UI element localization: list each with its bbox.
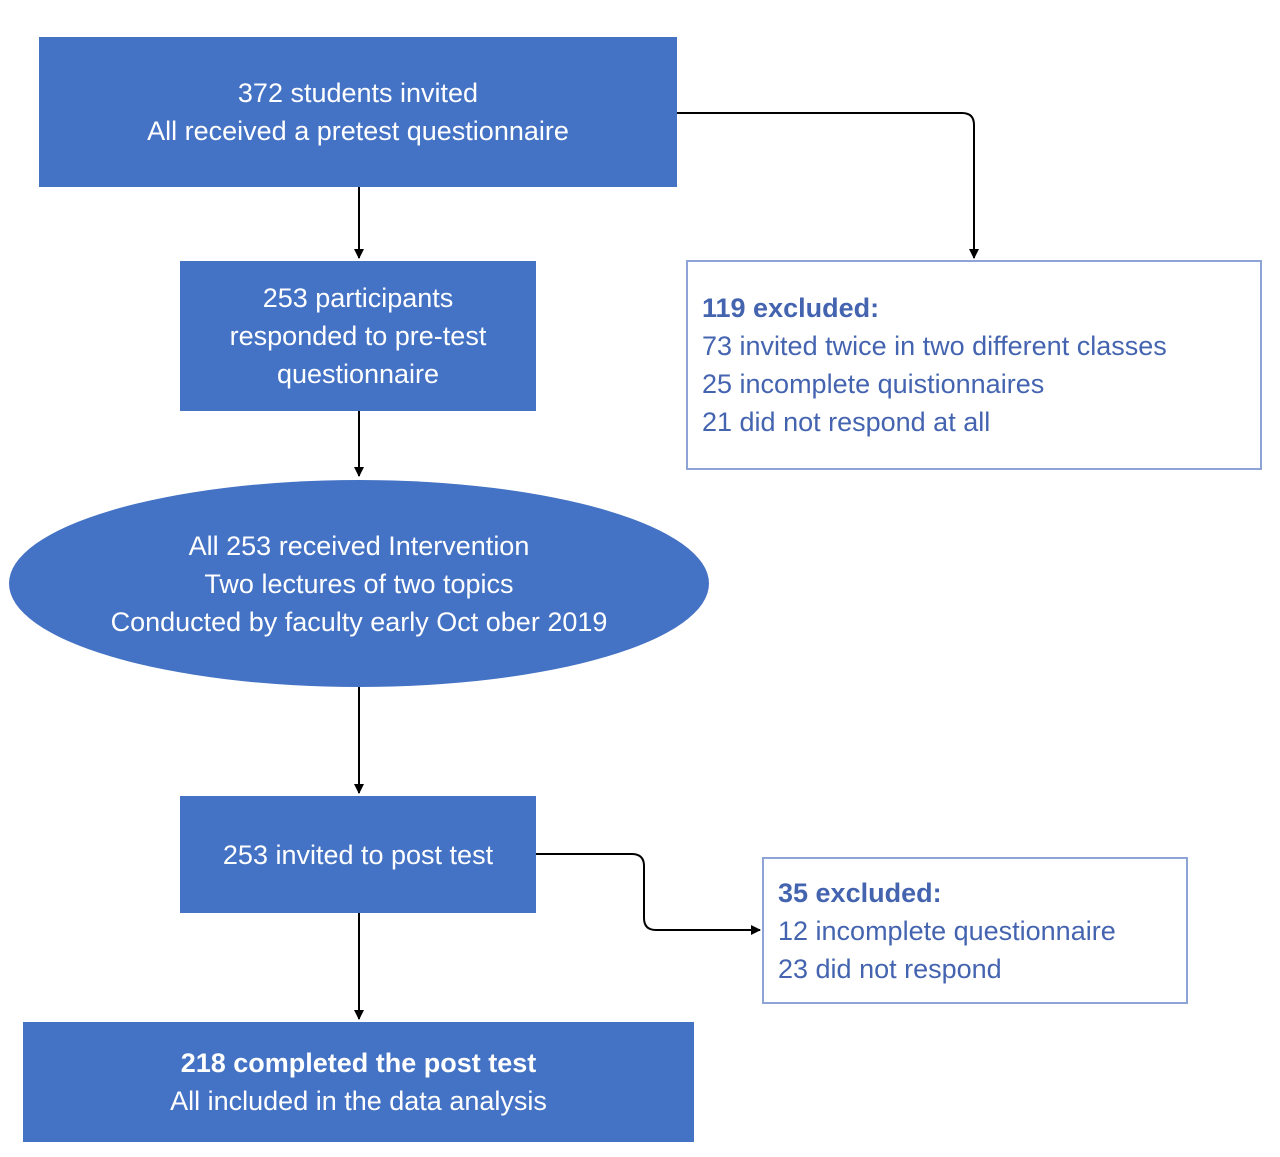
second-exclusion-box: 35 excluded: 12 incomplete questionnaire… bbox=[762, 857, 1188, 1004]
participants-responded-line2: responded to pre-test bbox=[229, 321, 487, 351]
participants-responded-box: 253 participants responded to pre-test q… bbox=[180, 261, 536, 411]
completed-posttest-line1: 218 completed the post test bbox=[180, 1048, 537, 1078]
participants-responded-line3: questionnaire bbox=[276, 359, 440, 389]
first-exclusion-item: 73 invited twice in two different classe… bbox=[702, 331, 1167, 361]
first-exclusion-item: 21 did not respond at all bbox=[702, 407, 991, 437]
students-invited-line2: All received a pretest questionnaire bbox=[147, 116, 569, 146]
first-exclusion-item: 25 incomplete quistionnaires bbox=[702, 369, 1045, 399]
students-invited-box: 372 students invited All received a pret… bbox=[39, 37, 677, 187]
second-exclusion-item: 12 incomplete questionnaire bbox=[778, 915, 1116, 946]
intervention-ellipse: All 253 received Intervention Two lectur… bbox=[9, 480, 709, 687]
intervention-line3: Conducted by faculty early Oct ober 2019 bbox=[110, 606, 608, 637]
intervention-line1: All 253 received Intervention bbox=[188, 530, 530, 561]
posttest-invited-line1: 253 invited to post test bbox=[222, 839, 494, 870]
completed-posttest-box: 218 completed the post test All included… bbox=[23, 1022, 694, 1142]
second-exclusion-item: 23 did not respond bbox=[778, 953, 1002, 984]
arrow-invited-to-exclusion-1 bbox=[677, 112, 979, 259]
first-exclusion-heading: 119 excluded: bbox=[702, 293, 880, 323]
first-exclusion-box: 119 excluded: 73 invited twice in two di… bbox=[686, 260, 1262, 470]
arrow-posttest-to-exclusion-2 bbox=[536, 853, 761, 935]
posttest-invited-box: 253 invited to post test bbox=[180, 796, 536, 913]
intervention-line2: Two lectures of two topics bbox=[204, 568, 514, 599]
completed-posttest-line2: All included in the data analysis bbox=[170, 1086, 547, 1116]
students-invited-line1: 372 students invited bbox=[237, 78, 479, 108]
participants-responded-line1: 253 participants bbox=[262, 283, 454, 313]
second-exclusion-heading: 35 excluded: bbox=[778, 877, 942, 908]
